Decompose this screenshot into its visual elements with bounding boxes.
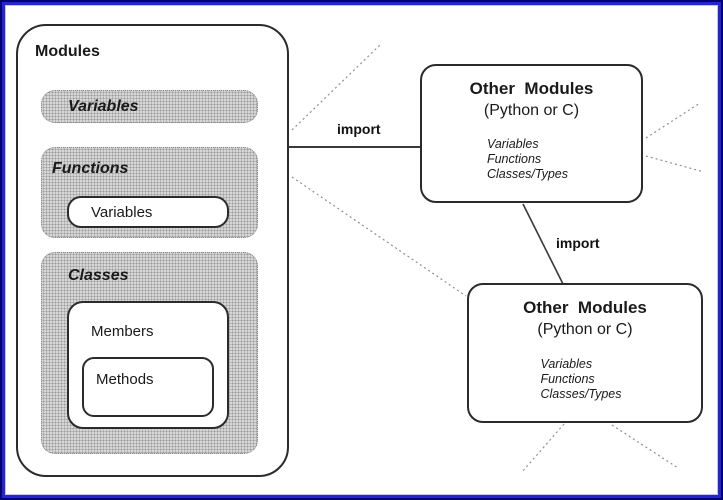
other-modules-top-subtitle: (Python or C)	[483, 102, 580, 119]
other-modules-bottom-title: Other Modules	[523, 298, 647, 317]
functions-variables-label: Variables	[91, 203, 153, 221]
import-label-bottom: import	[556, 235, 600, 251]
other-modules-box-bottom: Other Modules (Python or C) Variables Fu…	[467, 283, 703, 423]
methods-box: Methods	[82, 357, 214, 417]
dashed-line-box2-downleft	[521, 423, 565, 473]
functions-section: Functions Variables	[41, 147, 258, 238]
list-item: Functions	[486, 152, 542, 166]
other-modules-top-items: Variables Functions Classes/Types	[487, 137, 568, 182]
import-label-top: import	[337, 121, 381, 137]
dashed-line-modules-down	[291, 176, 467, 297]
dashed-line-box2-downright	[611, 424, 679, 469]
other-modules-bottom-items: Variables Functions Classes/Types	[540, 357, 621, 402]
import-line-bottom	[522, 203, 564, 285]
variables-section: Variables	[41, 90, 258, 123]
other-modules-top-title: Other Modules	[469, 79, 594, 98]
list-item: Classes/Types	[486, 167, 569, 181]
members-box: Members Methods	[67, 301, 229, 429]
list-item: Variables	[540, 357, 593, 371]
other-modules-bottom-subtitle: (Python or C)	[537, 321, 633, 338]
dashed-line-box1-upright	[645, 102, 701, 139]
classes-section-label: Classes	[68, 267, 129, 284]
functions-variables-box: Variables	[67, 196, 229, 228]
variables-section-label: Variables	[68, 98, 139, 115]
list-item: Classes/Types	[540, 387, 622, 401]
list-item: Variables	[486, 137, 539, 151]
classes-section: Classes Members Methods	[41, 252, 258, 454]
members-label: Members	[91, 323, 154, 340]
methods-label: Methods	[96, 371, 154, 388]
other-modules-box-top: Other Modules (Python or C) Variables Fu…	[420, 64, 643, 203]
modules-box: Modules Variables Functions Variables Cl…	[16, 24, 289, 477]
dashed-line-modules-up	[291, 44, 381, 131]
functions-section-label: Functions	[52, 160, 129, 177]
list-item: Functions	[540, 372, 595, 386]
modules-title: Modules	[35, 43, 100, 60]
dashed-line-box1-downright	[645, 155, 705, 173]
